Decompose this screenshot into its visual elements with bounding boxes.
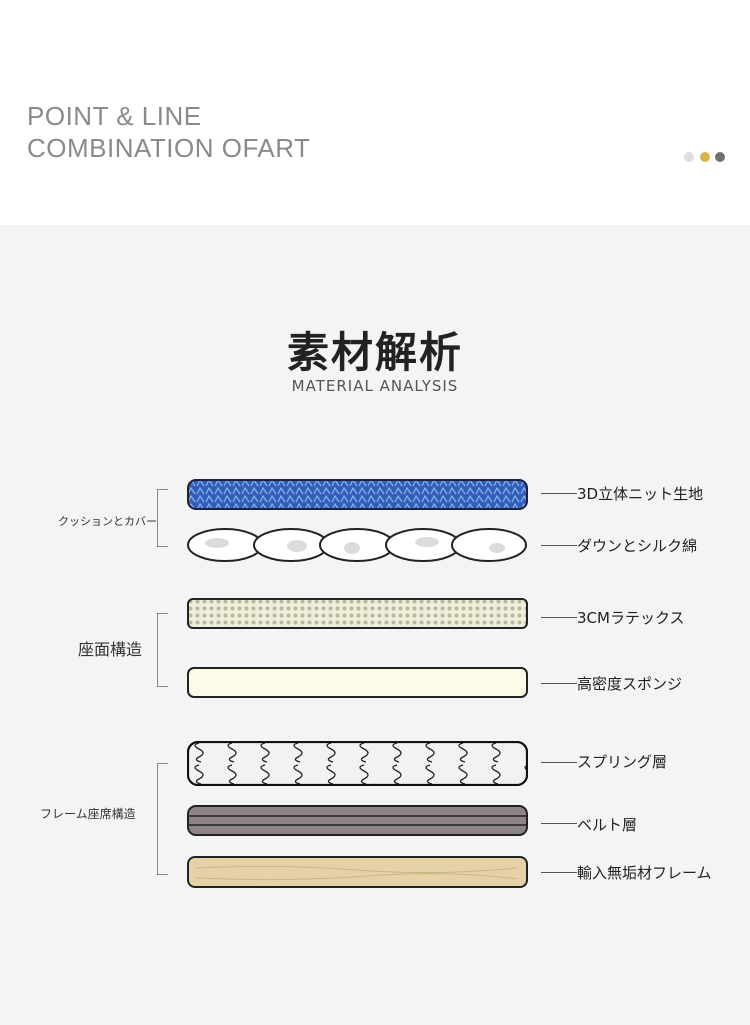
section-title: 素材解析 bbox=[286, 328, 463, 377]
layer-label-belt: ベルト層 bbox=[577, 816, 638, 834]
spring-layer bbox=[187, 741, 528, 786]
group-label-cushion: クッションとカバー bbox=[58, 515, 157, 528]
latex-layer bbox=[187, 598, 528, 629]
down-silk-layer bbox=[187, 528, 527, 562]
layer-label-knit: 3D立体ニット生地 bbox=[577, 485, 704, 503]
layer-label-spring: スプリング層 bbox=[577, 753, 668, 771]
dot-light bbox=[684, 152, 694, 162]
group-bracket bbox=[157, 763, 168, 875]
knit-fabric-layer bbox=[187, 479, 528, 510]
header-line-1: POINT & LINE bbox=[27, 101, 202, 131]
group-label-frame: フレーム座席構造 bbox=[40, 807, 136, 821]
leader-line bbox=[541, 762, 577, 763]
group-bracket bbox=[157, 489, 168, 547]
sponge-layer bbox=[187, 667, 528, 698]
layer-label-frame: 輸入無垢材フレーム bbox=[577, 864, 712, 882]
layer-label-latex: 3CMラテックス bbox=[577, 609, 685, 627]
group-bracket bbox=[157, 613, 168, 687]
leader-line bbox=[541, 823, 577, 824]
wood-frame-layer bbox=[187, 856, 528, 888]
leader-line bbox=[541, 872, 577, 873]
section-subtitle: MATERIAL ANALYSIS bbox=[291, 377, 459, 395]
group-label-seat: 座面構造 bbox=[78, 640, 143, 659]
layer-label-down: ダウンとシルク綿 bbox=[577, 537, 698, 555]
belt-layer bbox=[187, 805, 528, 836]
dot-gray bbox=[715, 152, 725, 162]
dot-gold bbox=[700, 152, 710, 162]
leader-line bbox=[541, 545, 577, 546]
leader-line bbox=[541, 493, 577, 494]
header-section bbox=[0, 0, 750, 225]
leader-line bbox=[541, 683, 577, 684]
layer-label-sponge: 高密度スポンジ bbox=[577, 675, 683, 693]
leader-line bbox=[541, 617, 577, 618]
header-line-2: COMBINATION OFART bbox=[27, 133, 311, 163]
